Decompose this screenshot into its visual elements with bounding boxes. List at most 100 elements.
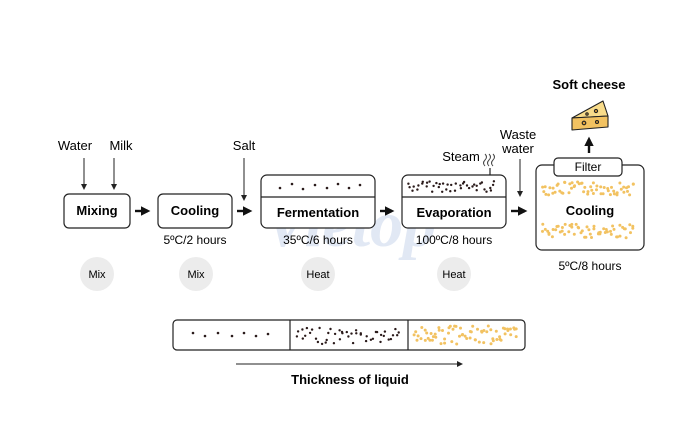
cheese-particle	[602, 186, 606, 189]
particle	[379, 333, 383, 337]
cheese-particle	[598, 232, 602, 236]
particle	[355, 332, 358, 335]
cheese-particle	[469, 330, 473, 334]
evaporation-tank	[401, 174, 507, 229]
cheese-particle	[623, 227, 627, 231]
cheese-particle	[420, 326, 424, 329]
cheese-particle	[583, 235, 587, 239]
cheese-particle	[618, 234, 622, 238]
particle	[338, 338, 342, 341]
particle	[421, 180, 424, 183]
particle	[379, 340, 382, 344]
cheese-particle	[486, 324, 490, 328]
particle	[408, 186, 411, 189]
cheese-particle	[553, 190, 557, 194]
cheese-particle	[570, 222, 574, 226]
cooling-tank-label: Cooling	[566, 203, 614, 218]
cheese-particle	[454, 324, 458, 328]
particle	[327, 331, 330, 335]
cheese-particle	[419, 337, 423, 341]
particle	[432, 184, 435, 188]
cheese-particle	[592, 227, 596, 231]
cheese-particle	[494, 329, 498, 333]
cheese-particles-top	[541, 180, 635, 197]
cheese-particle	[587, 228, 591, 232]
particle	[383, 330, 387, 333]
cheese-particle	[576, 225, 580, 229]
cheese-particle	[433, 332, 437, 336]
particle	[333, 332, 337, 336]
cheese-particle	[592, 224, 596, 228]
filter-label: Filter	[575, 160, 602, 174]
cheese-particle	[624, 236, 628, 240]
mixing-label: Mixing	[76, 203, 117, 218]
fermentation-label: Fermentation	[277, 205, 359, 220]
cheese-particle	[480, 330, 484, 334]
cheese-particle	[468, 336, 472, 340]
particle	[310, 328, 314, 331]
cheese-particle	[439, 342, 443, 346]
cheese-particle	[570, 225, 574, 229]
cheese-particle	[612, 227, 616, 231]
cheese-particle	[563, 180, 567, 184]
cheese-particle	[606, 187, 610, 190]
thickness-label: Thickness of liquid	[291, 372, 409, 387]
cheese-particle	[611, 224, 615, 228]
cooling-detail: 5ºC/2 hours	[163, 233, 226, 247]
legend-thick-particles	[412, 324, 518, 346]
cheese-particle	[567, 191, 571, 195]
cheese-particle	[476, 327, 479, 331]
cheese-particle	[609, 229, 612, 233]
particle	[480, 181, 484, 184]
cheese-particle	[628, 223, 632, 227]
particle	[492, 180, 496, 183]
cheese-particle	[586, 190, 590, 194]
particle	[304, 334, 307, 337]
soft-cheese-label: Soft cheese	[553, 77, 626, 92]
particle	[316, 340, 320, 344]
thickness-legend-bar	[172, 319, 526, 351]
cheese-particle	[503, 332, 507, 336]
particle	[453, 189, 457, 192]
cheese-particle	[514, 335, 518, 339]
cheese-particle	[543, 185, 547, 189]
cheese-particle	[551, 191, 555, 195]
cheese-particle	[514, 327, 518, 331]
particle	[459, 187, 463, 190]
particle	[483, 188, 486, 191]
particle	[391, 334, 395, 337]
cooling-label: Cooling	[171, 203, 219, 218]
particle	[396, 334, 399, 337]
particle	[435, 181, 438, 185]
particle	[454, 182, 457, 185]
cheese-particle	[610, 185, 613, 189]
particle	[375, 330, 379, 334]
cheese-particle	[605, 230, 609, 234]
cheese-particle	[604, 228, 608, 231]
cheese-particle	[423, 338, 427, 342]
particle	[338, 329, 341, 332]
cheese-particle	[628, 193, 632, 197]
particle	[350, 332, 353, 335]
particle	[354, 329, 358, 332]
cheese-particle	[619, 187, 623, 191]
cheese-particle	[477, 340, 481, 344]
cheese-particle	[463, 334, 467, 338]
cheese-particle	[489, 328, 493, 332]
cheese-particle	[551, 228, 555, 231]
particle	[411, 189, 414, 192]
particle	[301, 328, 304, 331]
particle	[491, 183, 495, 187]
cheese-particle	[455, 342, 459, 346]
cheese-particle	[627, 185, 630, 189]
particle	[320, 342, 324, 346]
cheese-particle	[547, 232, 551, 236]
particle	[441, 190, 444, 193]
cheese-particle	[595, 188, 598, 192]
cheese-particle	[450, 340, 454, 344]
cheese-particle	[606, 189, 610, 193]
cheese-particle	[563, 222, 567, 226]
cheese-particle	[609, 232, 613, 236]
evaporation-detail: 100ºC/8 hours	[416, 233, 492, 247]
cheese-particle	[629, 231, 632, 235]
